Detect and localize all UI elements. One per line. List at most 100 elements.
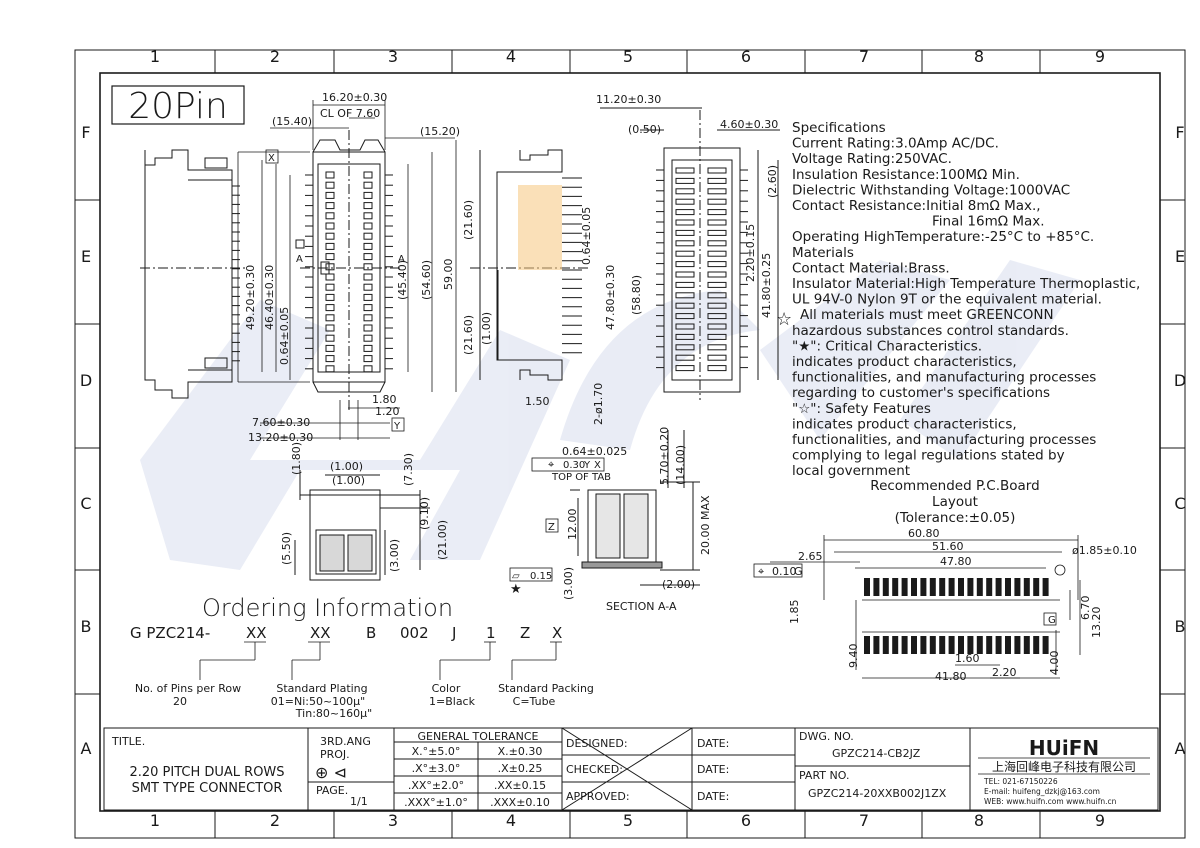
- contact-cell: [363, 232, 373, 240]
- grid-col-label: 9: [1095, 47, 1105, 66]
- datum-x: X: [268, 153, 275, 164]
- contact-cell: [707, 354, 727, 361]
- spec-line: UL 94V-0 Nylon 9T or the equivalent mate…: [792, 292, 1102, 308]
- section-a-a-view: [570, 430, 700, 586]
- pcb-layout-drawing: [770, 535, 1081, 679]
- grid-col-label: 3: [388, 47, 398, 66]
- contact-cell: [325, 242, 335, 250]
- note-packing-value: C=Tube: [513, 695, 556, 708]
- contact-cell: [675, 209, 695, 216]
- pcb-pad: [939, 636, 946, 654]
- detail-dim-3-00: (3.00): [388, 539, 401, 572]
- contact-cell: [325, 304, 335, 312]
- detail-view-bottom-left: [294, 470, 430, 581]
- pcb-tolerance-value: 0.10: [772, 565, 797, 578]
- dim-front-1-80: 1.80: [372, 393, 397, 406]
- grid-col-label: 5: [623, 811, 633, 830]
- grid-col-label: 7: [859, 811, 869, 830]
- order-code-packing: X: [552, 624, 562, 642]
- designed-label: DESIGNED:: [566, 737, 628, 750]
- grid-col-label: 8: [974, 811, 984, 830]
- detail-dim-1-00-a: (1.00): [330, 460, 363, 473]
- page-value: 1/1: [350, 795, 368, 808]
- contact-cell: [325, 263, 335, 271]
- pcb-layout-subtitle: Layout: [932, 494, 978, 510]
- pcb-pad: [976, 578, 983, 596]
- pcb-dim-4-00: 4.00: [1048, 651, 1061, 676]
- grid-col-label: 1: [150, 811, 160, 830]
- ordering-leader-lines: [199, 641, 562, 680]
- contact-cell: [675, 229, 695, 236]
- contact-cell: [325, 253, 335, 261]
- contact-cell: [325, 355, 335, 363]
- date-label-3: DATE:: [697, 790, 729, 803]
- contact-cell: [707, 281, 727, 288]
- order-code-pins: XX: [246, 624, 267, 642]
- pcb-pad: [920, 636, 927, 654]
- contact-cell: [325, 181, 335, 189]
- projection-symbol-icon: ⊕ ⊲: [315, 763, 347, 782]
- pcb-dim-2-20: 2.20: [992, 666, 1017, 679]
- contact-cell: [325, 273, 335, 281]
- pcb-pad: [892, 578, 899, 596]
- contact-cell: [325, 324, 335, 332]
- contact-cell: [363, 242, 373, 250]
- section-dim-20-00-max: 20.00 MAX: [699, 495, 712, 555]
- contact-cell: [363, 324, 373, 332]
- contact-cell: [675, 281, 695, 288]
- pcb-pad: [986, 578, 993, 596]
- tolerance-angle: .X°±3.0°: [412, 762, 461, 775]
- dim-right-2-60: (2.60): [766, 165, 779, 198]
- dim-front-width: 16.20±0.30: [322, 91, 387, 104]
- contact-cell: [363, 273, 373, 281]
- pcb-pad: [995, 578, 1002, 596]
- grid-col-label: 8: [974, 47, 984, 66]
- contact-cell: [707, 344, 727, 351]
- company-website: WEB: www.huifn.com www.huifn.cn: [984, 797, 1117, 806]
- tolerance-angle: .XX°±2.0°: [408, 779, 464, 792]
- title-line-2: SMT TYPE CONNECTOR: [132, 781, 283, 796]
- grid-col-label: 2: [270, 47, 280, 66]
- dim-front-height-5: 59.00: [442, 259, 455, 291]
- grid-row-label: B: [1175, 617, 1186, 636]
- dim-front-height-1: 49.20±0.30: [244, 265, 257, 330]
- detail-dim-5-50: (5.50): [280, 532, 293, 565]
- spec-line: Specifications: [792, 120, 886, 136]
- section-dim-3-00: (3.00): [562, 567, 575, 600]
- dim-right-41-80: 41.80±0.25: [760, 253, 773, 318]
- pcb-pad: [986, 636, 993, 654]
- pcb-pad: [1023, 636, 1030, 654]
- contact-cell: [363, 171, 373, 179]
- section-marker-a-right: A: [398, 254, 405, 265]
- grid-col-label: 6: [741, 811, 751, 830]
- grid-col-label: 5: [623, 47, 633, 66]
- section-label: SECTION A-A: [606, 600, 677, 613]
- detail-dim-1-80: (1.80): [290, 442, 303, 475]
- contact-cell: [707, 240, 727, 247]
- section-dim-5-70: 5.70±0.20: [658, 427, 671, 485]
- dim-side-tab: 0.64±0.05: [580, 207, 593, 265]
- dim-side-height: 47.80±0.30: [604, 265, 617, 330]
- projection-label-2: PROJ.: [320, 748, 350, 761]
- contact-cell: [707, 188, 727, 195]
- grid-col-label: 7: [859, 47, 869, 66]
- company-name: 上海回峰电子科技有限公司: [992, 759, 1136, 774]
- contact-cell: [363, 334, 373, 342]
- contact-cell: [707, 209, 727, 216]
- spec-line: functionalities, and manufacturing proce…: [792, 370, 1096, 386]
- pcb-pad: [929, 578, 936, 596]
- dim-side-lower: (21.60): [462, 315, 475, 355]
- ordering-title: Ordering Information: [202, 594, 453, 622]
- order-code-b: B: [366, 624, 376, 642]
- contact-cell: [707, 323, 727, 330]
- detail-dim-9-10: (9.10): [418, 497, 431, 530]
- contact-cell: [707, 198, 727, 205]
- pcb-dim-41-80: 41.80: [935, 670, 967, 683]
- dim-centerline: CL OF 7.60: [320, 107, 380, 120]
- pcb-datum-g: G: [794, 565, 803, 578]
- pcb-dim-51-60: 51.60: [932, 540, 964, 553]
- dim-side-upper: (21.60): [462, 200, 475, 240]
- grid-row-label: A: [81, 739, 92, 758]
- pcb-dim-60-80: 60.80: [908, 527, 940, 540]
- dim-front-7-60: 7.60±0.30: [252, 416, 310, 429]
